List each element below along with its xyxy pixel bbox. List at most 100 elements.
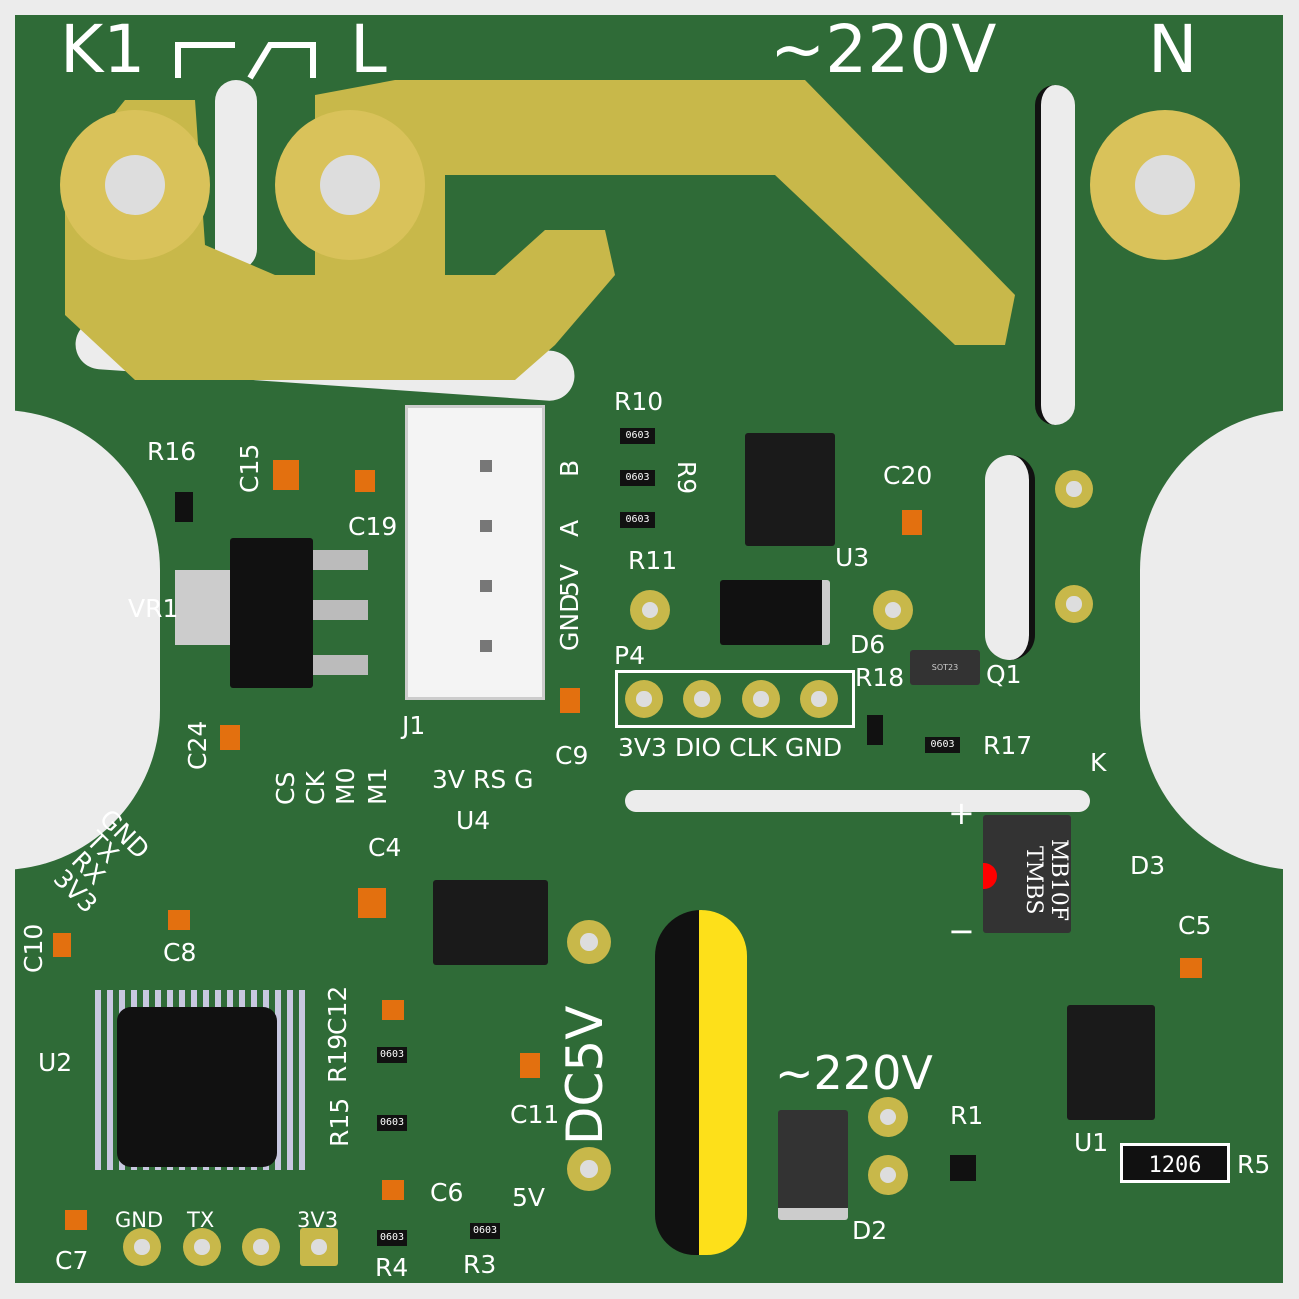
- label-u1: U1: [1074, 1128, 1109, 1157]
- label-m0: M0: [331, 767, 360, 805]
- label-j1: J1: [402, 711, 426, 740]
- mcu-u2: [117, 1007, 277, 1167]
- electrolytic-capacitor: [655, 910, 747, 1255]
- label-c20: C20: [883, 461, 933, 490]
- label-c8: C8: [163, 938, 197, 967]
- resistor-r11: 0603: [620, 512, 655, 528]
- pad-ac-a[interactable]: [868, 1097, 908, 1137]
- label-u3: U3: [835, 543, 870, 572]
- label-tx-bottom: TX: [187, 1208, 215, 1232]
- j1-pin: [480, 520, 492, 532]
- label-r17: R17: [983, 731, 1033, 760]
- label-c24: C24: [183, 720, 212, 770]
- label-d3: D3: [1130, 851, 1166, 880]
- label-k1: K1: [60, 11, 146, 88]
- resistor-r4: 0603: [377, 1230, 407, 1246]
- label-r1: R1: [950, 1101, 984, 1130]
- p4-pin-dio[interactable]: [683, 680, 721, 718]
- d3-polarity-mark: [983, 863, 997, 889]
- d6-pad: [873, 590, 913, 630]
- transistor-q1: SOT23: [910, 650, 980, 685]
- label-p4-pins: 3V3 DIO CLK GND: [618, 733, 843, 762]
- slot-k1: [215, 80, 257, 270]
- pad-dc5v-b[interactable]: [567, 1147, 611, 1191]
- p4-pin-clk[interactable]: [742, 680, 780, 718]
- chip-u4: [433, 880, 548, 965]
- label-r11: R11: [628, 546, 678, 575]
- label-d6: D6: [850, 630, 886, 659]
- label-gnd-j: GND: [555, 593, 584, 651]
- label-l: L: [350, 11, 387, 88]
- label-r3: R3: [463, 1250, 497, 1279]
- label-ck: CK: [301, 771, 330, 805]
- resistor-r19: 0603: [377, 1047, 407, 1063]
- label-r18: R18: [855, 663, 905, 692]
- capacitor-c12: [382, 1000, 404, 1020]
- chip-u1: [1067, 1005, 1155, 1120]
- resistor-r10: 0603: [620, 428, 655, 444]
- label-dc5v: DC5V: [556, 1005, 614, 1145]
- label-u4: U4: [456, 806, 491, 835]
- d3-marking-2: TMBS: [1021, 845, 1046, 915]
- label-a: A: [555, 519, 584, 537]
- slot-mid: [625, 790, 1090, 812]
- resistor-r18: [867, 715, 883, 745]
- capacitor-c20: [902, 510, 922, 535]
- capacitor-c24: [220, 725, 240, 750]
- label-c12: C12: [323, 985, 352, 1035]
- bridge-rectifier-d3: MB10F TMBS: [983, 815, 1071, 933]
- header-p4: [615, 670, 855, 728]
- relay-pad: [1055, 470, 1093, 508]
- capacitor-c11: [520, 1053, 540, 1078]
- label-plus: +: [948, 794, 975, 832]
- connector-j1: [405, 405, 545, 700]
- pad-tx[interactable]: [183, 1228, 221, 1266]
- capacitor-c5: [1180, 958, 1202, 978]
- label-c15: C15: [235, 443, 264, 493]
- label-r19: R19: [323, 1033, 352, 1083]
- pad-dc5v-a[interactable]: [567, 920, 611, 964]
- label-c9: C9: [555, 741, 589, 770]
- j1-pin: [480, 640, 492, 652]
- resistor-r1: [950, 1155, 976, 1181]
- label-c7: C7: [55, 1246, 89, 1275]
- resistor-r15: 0603: [377, 1115, 407, 1131]
- copper-trace-live: [65, 80, 1015, 380]
- p4-pin-gnd[interactable]: [800, 680, 838, 718]
- vr1-tab: [175, 570, 235, 645]
- label-c5: C5: [1178, 911, 1212, 940]
- pad-3v3[interactable]: [300, 1228, 338, 1266]
- j1-pin: [480, 460, 492, 472]
- pad-gnd[interactable]: [123, 1228, 161, 1266]
- label-r10: R10: [614, 387, 664, 416]
- label-gnd-bottom: GND: [115, 1208, 164, 1232]
- label-k: K: [1090, 748, 1107, 777]
- terminal-n: [1090, 110, 1240, 260]
- board-cutout-left: [0, 410, 160, 870]
- slot-right: [1035, 85, 1075, 425]
- capacitor-c15: [273, 460, 299, 490]
- label-u2: U2: [38, 1048, 73, 1077]
- capacitor-c9: [560, 688, 580, 713]
- d6-pad: [630, 590, 670, 630]
- label-r15: R15: [325, 1097, 354, 1147]
- board-cutout-right: [1140, 410, 1299, 870]
- pad-rx[interactable]: [242, 1228, 280, 1266]
- p4-pin-3v3[interactable]: [625, 680, 663, 718]
- label-r9: R9: [672, 460, 702, 495]
- label-minus: −: [948, 912, 975, 950]
- label-c6: C6: [430, 1178, 464, 1207]
- pad-ac-b[interactable]: [868, 1155, 908, 1195]
- label-p4: P4: [614, 641, 645, 670]
- relay-pad: [1055, 585, 1093, 623]
- resistor-r17: 0603: [925, 737, 960, 753]
- label-b: B: [555, 459, 584, 477]
- vr1-pin: [313, 550, 368, 570]
- label-cs: CS: [271, 771, 300, 805]
- label-5v-bottom: 5V: [512, 1183, 546, 1212]
- label-c11: C11: [510, 1100, 560, 1129]
- terminal-k1: [60, 110, 210, 260]
- diode-d6: [720, 580, 830, 645]
- resistor-r9: 0603: [620, 470, 655, 486]
- d3-marking-1: MB10F: [1046, 839, 1071, 921]
